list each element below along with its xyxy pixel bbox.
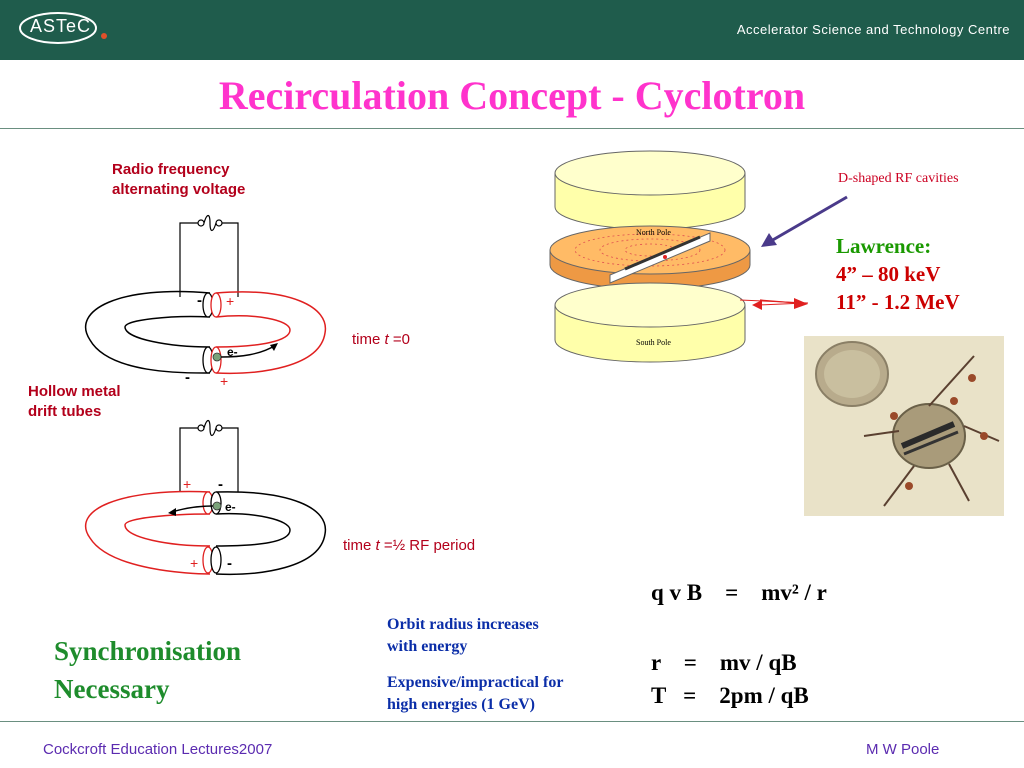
svg-text:-: - <box>218 476 223 493</box>
ac-source-icon <box>203 419 217 437</box>
footer-author: M W Poole <box>866 741 940 758</box>
svg-text:e-: e- <box>225 500 236 514</box>
cyclotron-photo <box>804 336 1004 516</box>
svg-text:+: + <box>190 555 198 571</box>
expensive-note: Expensive/impractical for high energies … <box>387 674 564 713</box>
footer-divider <box>0 721 1024 722</box>
beam-extraction-arrow <box>760 298 808 309</box>
lawrence-specs: Lawrence: 4” – 80 keV 11” - 1.2 MeV <box>836 234 960 314</box>
title-divider <box>0 128 1024 129</box>
d-cavity-pointer-arrow <box>761 195 848 247</box>
synchronisation-note: Synchronisation Necessary <box>54 636 242 704</box>
drift-tube-diagram-t0: - + - + e- <box>84 214 327 389</box>
svg-text:South Pole: South Pole <box>636 338 671 347</box>
lawrence-cyclotron-image <box>804 336 1004 516</box>
svg-text:-: - <box>197 292 202 309</box>
electron-marker <box>212 501 222 511</box>
organisation-name: Accelerator Science and Technology Centr… <box>736 22 1010 37</box>
svg-text:e-: e- <box>227 345 238 359</box>
d-cavities-label: D-shaped RF cavities <box>838 171 959 186</box>
ac-source-icon <box>203 214 217 232</box>
time-label-half-period: time t =½ RF period <box>343 537 476 554</box>
electron-marker <box>212 352 222 362</box>
svg-text:+: + <box>220 373 228 389</box>
svg-text:-: - <box>227 555 232 572</box>
svg-text:North Pole: North Pole <box>636 228 671 237</box>
logo-text: ASTeC <box>30 16 92 36</box>
svg-text:+: + <box>183 476 191 492</box>
equation-force-balance: q v B = mv² / r <box>651 580 827 605</box>
time-label-t0: time t =0 <box>352 331 410 348</box>
cyclotron-diagram: North Pole South Pole <box>549 150 809 363</box>
slide-title: Recirculation Concept - Cyclotron <box>218 73 806 118</box>
orbit-radius-note: Orbit radius increases with energy <box>387 616 539 655</box>
drift-tube-diagram-half-period: + - + - e- <box>84 419 327 576</box>
drift-tubes-label: Hollow metal drift tubes <box>28 383 121 420</box>
footer-lecture-series: Cockcroft Education Lectures2007 <box>43 741 273 758</box>
equation-period: T = 2pm / qB <box>651 683 809 708</box>
svg-text:+: + <box>226 293 234 309</box>
header-bar: ASTeC Accelerator Science and Technology… <box>0 0 1024 60</box>
svg-text:-: - <box>185 369 190 386</box>
equation-radius: r = mv / qB <box>651 650 797 675</box>
rf-voltage-label: Radio frequency alternating voltage <box>112 161 246 198</box>
astec-logo <box>19 12 107 44</box>
